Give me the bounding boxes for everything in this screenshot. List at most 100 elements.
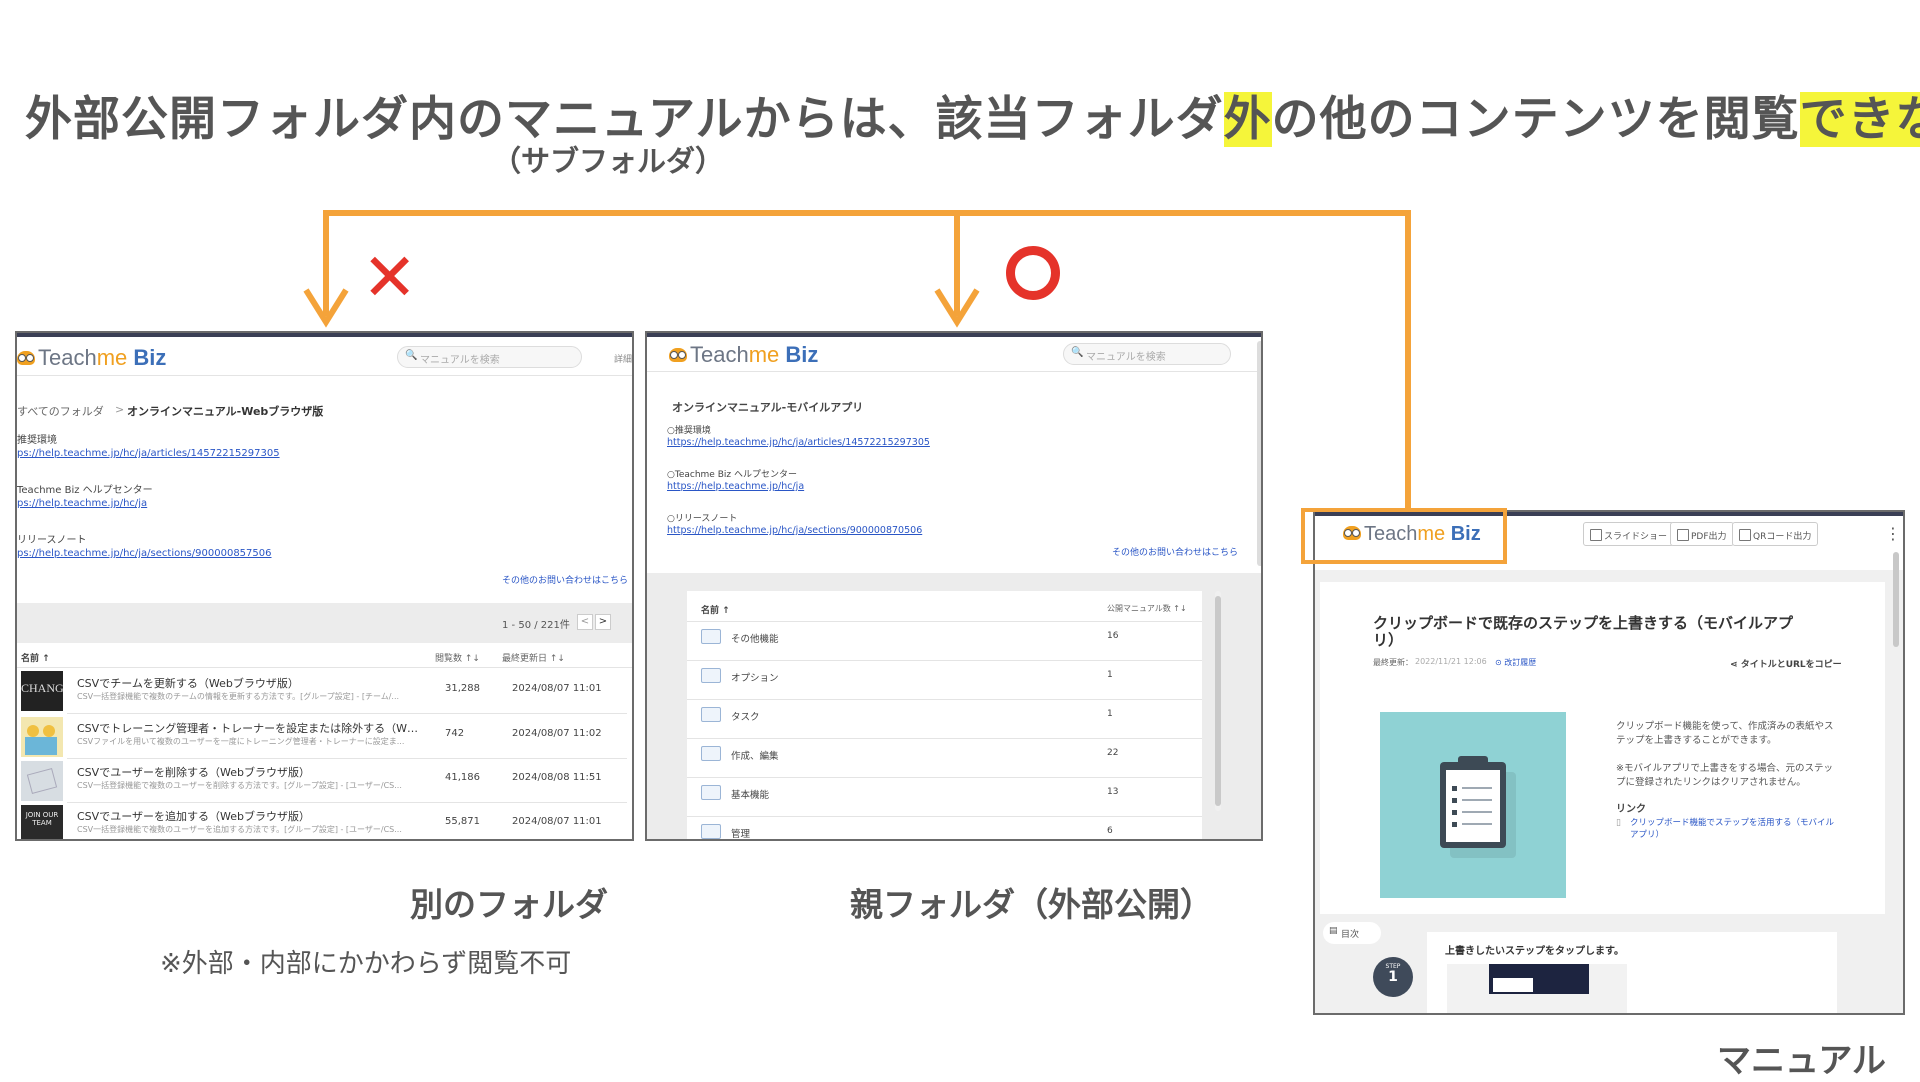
row-title[interactable]: CSVでユーザーを追加する（Webブラウザ版）	[77, 810, 310, 823]
top-border	[1315, 512, 1903, 516]
row-date: 2024/08/08 11:51	[512, 772, 602, 783]
manual-card: クリップボードで既存のステップを上書きする（モバイルアプ リ） 最終更新： 20…	[1320, 582, 1885, 914]
desc-link[interactable]: https://help.teachme.jp/hc/ja/sections/9…	[667, 525, 923, 536]
row-title[interactable]: CSVでトレーニング管理者・トレーナーを設定または除外する（W…	[77, 722, 419, 735]
row-description: CSV一括登録機能で複数のユーザーを追加する方法です。[グループ設定] - [ユ…	[77, 825, 402, 834]
history-icon: ⊙	[1495, 658, 1505, 667]
toc-label: 目次	[1341, 930, 1360, 940]
folder-name[interactable]: オプション	[731, 673, 779, 684]
logo-text: Teach	[1364, 523, 1418, 545]
revision-history-link[interactable]: ⊙ 改訂履歴	[1495, 657, 1536, 668]
teachme-biz-logo[interactable]: Teachme Biz	[669, 342, 818, 368]
row-views: 742	[445, 728, 465, 739]
advanced-search-link[interactable]: 詳細検	[614, 355, 633, 365]
row-divider	[687, 816, 1202, 817]
table-divider	[17, 667, 632, 668]
prev-page-button[interactable]: <	[577, 614, 593, 630]
desc-link[interactable]: ps://help.teachme.jp/hc/ja/articles/1457…	[17, 448, 280, 459]
pager-bar	[17, 603, 632, 643]
logo-text-biz: Biz	[133, 345, 167, 370]
row-title[interactable]: CSVでユーザーを削除する（Webブラウザ版）	[77, 766, 310, 779]
desc-link[interactable]: https://help.teachme.jp/hc/ja/articles/1…	[667, 437, 930, 448]
row-divider	[687, 738, 1202, 739]
pdf-export-button[interactable]: PDF出力	[1670, 522, 1734, 546]
row-title[interactable]: CSVでチームを更新する（Webブラウザ版）	[77, 677, 299, 690]
header-divider	[17, 375, 632, 376]
folder-icon	[701, 668, 721, 683]
cross-mark-icon: ✕	[362, 239, 418, 316]
breadcrumb-root[interactable]: すべてのフォルダ	[17, 405, 104, 418]
folder-count: 16	[1107, 631, 1119, 641]
related-link[interactable]: クリップボード機能でステップを活用する（モバイル	[1630, 818, 1835, 828]
search-input[interactable]: マニュアルを検索	[397, 346, 582, 368]
column-header-name[interactable]: 名前 ↑	[701, 606, 730, 616]
screenshot-other-folder: Teachme Biz マニュアルを検索 詳細検 すべてのフォルダ > オンライ…	[15, 331, 634, 841]
scrollbar[interactable]	[1215, 596, 1221, 806]
teachme-biz-logo[interactable]: Teachme Biz	[1343, 523, 1481, 546]
folder-count: 1	[1107, 709, 1113, 719]
related-link[interactable]: アプリ）	[1630, 830, 1665, 840]
next-page-button[interactable]: >	[595, 614, 611, 630]
slideshow-button[interactable]: スライドショー	[1583, 522, 1675, 546]
desc-label: Teachme Biz ヘルプセンター	[17, 485, 153, 496]
desc-label: ○推奨環境	[667, 426, 711, 436]
logo-text-biz: Biz	[785, 342, 819, 367]
owl-logo-icon	[17, 351, 35, 365]
folder-count: 6	[1107, 826, 1113, 836]
column-header-count[interactable]: 公開マニュアル数 ↑↓	[1107, 604, 1187, 613]
table-divider	[687, 621, 1202, 622]
row-divider	[67, 758, 627, 759]
row-divider	[67, 713, 627, 714]
step-image	[1447, 964, 1627, 1013]
step-text: 上書きしたいステップをタップします。	[1445, 946, 1624, 957]
row-divider	[687, 699, 1202, 700]
manual-title-line2: リ）	[1373, 631, 1404, 649]
document-icon: ▯	[1616, 818, 1621, 828]
desc-link[interactable]: ps://help.teachme.jp/hc/ja	[17, 498, 148, 509]
folder-icon	[701, 746, 721, 761]
desc-link[interactable]: ps://help.teachme.jp/hc/ja/sections/9000…	[17, 548, 272, 559]
contact-link[interactable]: その他のお問い合わせはこちら	[502, 576, 629, 586]
scrollbar[interactable]	[1893, 552, 1899, 647]
step-number: 1	[1388, 969, 1398, 985]
folder-count: 1	[1107, 670, 1113, 680]
caption-parent-folder: 親フォルダ（外部公開）	[850, 885, 1213, 924]
scrollbar[interactable]	[1257, 341, 1261, 566]
folder-icon	[701, 707, 721, 722]
folder-name[interactable]: 基本機能	[731, 790, 770, 801]
folder-name[interactable]: 管理	[731, 829, 751, 840]
headline-subfolder-note: （サブフォルダ）	[492, 144, 725, 178]
folder-name[interactable]: タスク	[731, 712, 760, 723]
qr-code-button[interactable]: QRコード出力	[1732, 522, 1819, 546]
folder-name[interactable]: その他機能	[731, 634, 779, 645]
contact-link[interactable]: その他のお問い合わせはこちら	[1112, 548, 1239, 558]
logo-text: Teach	[690, 342, 749, 367]
column-header-views[interactable]: 閲覧数 ↑↓	[435, 654, 480, 664]
desc-link[interactable]: https://help.teachme.jp/hc/ja	[667, 481, 805, 492]
row-date: 2024/08/07 11:01	[512, 816, 602, 827]
headline-highlight-1: 外	[1223, 92, 1272, 147]
folder-icon	[701, 785, 721, 800]
copy-title-url-button[interactable]: ⋖ タイトルとURLをコピー	[1730, 657, 1842, 670]
more-menu-icon[interactable]: ⋮	[1885, 524, 1901, 543]
updated-label: 最終更新：	[1373, 658, 1413, 667]
clipboard-illustration	[1380, 712, 1566, 898]
row-description: CSVファイルを用いて複数のユーザーを一度にトレーニング管理者・トレーナーに設定…	[77, 737, 405, 746]
folder-name[interactable]: 作成、編集	[731, 751, 779, 762]
teachme-biz-logo[interactable]: Teachme Biz	[17, 345, 166, 371]
column-header-updated[interactable]: 最終更新日 ↑↓	[502, 654, 565, 664]
logo-highlight-box	[1301, 508, 1507, 564]
owl-logo-icon	[669, 348, 687, 362]
screenshot-manual: Teachme Biz スライドショー PDF出力 QRコード出力 ⋮ クリップ…	[1313, 510, 1905, 1015]
desc-label: ○リリースノート	[667, 514, 738, 524]
clipboard-icon	[1440, 756, 1506, 848]
copy-title-url-label: タイトルとURLをコピー	[1740, 660, 1842, 670]
row-thumbnail: JOIN OUR TEAM	[21, 805, 63, 839]
search-input[interactable]: マニュアルを検索	[1063, 343, 1231, 365]
row-divider	[67, 802, 627, 803]
column-header-name[interactable]: 名前 ↑	[21, 654, 50, 664]
revision-history-label: 改訂履歴	[1504, 658, 1537, 667]
toc-button[interactable]: ▤目次	[1323, 922, 1381, 944]
desc-label: リリースノート	[17, 535, 87, 546]
folder-icon	[701, 629, 721, 644]
